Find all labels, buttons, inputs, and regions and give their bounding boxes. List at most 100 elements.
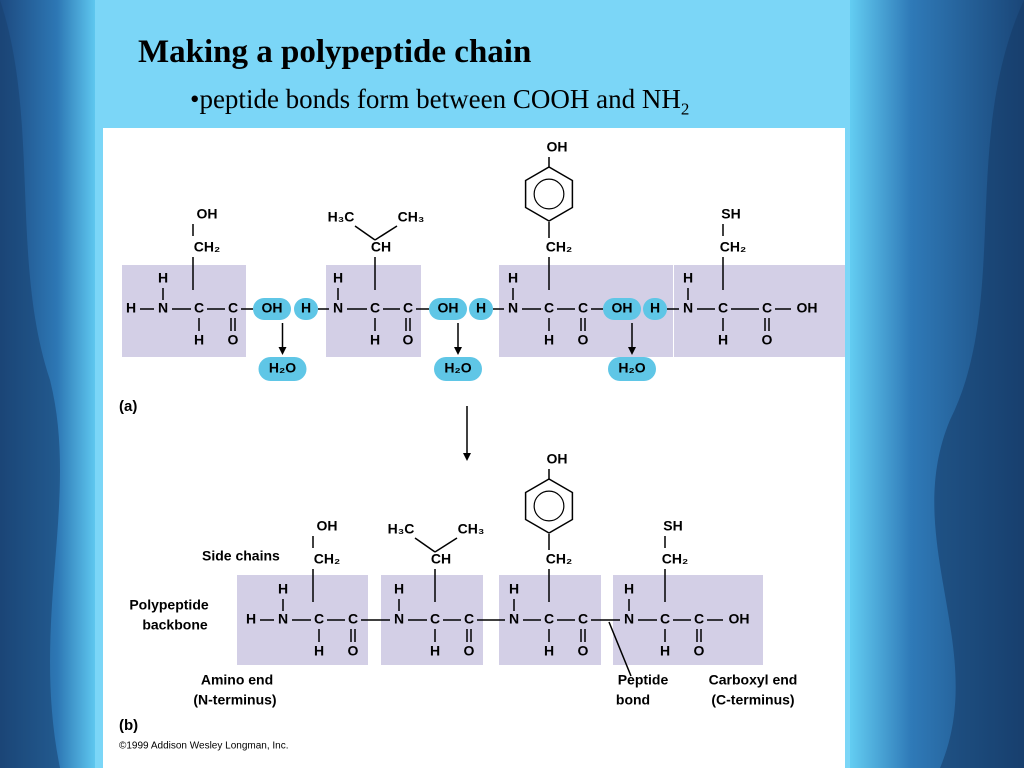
b-residue-1-o: O bbox=[464, 643, 475, 659]
b-residue-1-nh: H bbox=[394, 581, 404, 597]
a-h-highlight-1 bbox=[469, 298, 493, 320]
b-residue-3-ha: H bbox=[660, 643, 670, 659]
a-residue-3-o: O bbox=[762, 332, 773, 348]
label-peptide: Peptide bbox=[618, 672, 669, 688]
a-h-0: H bbox=[301, 300, 311, 316]
a-residue-1-ch3: CH₃ bbox=[398, 209, 425, 225]
label-c-terminus: (C-terminus) bbox=[711, 692, 794, 708]
a-residue-0-ch2: CH₂ bbox=[194, 239, 220, 255]
a-water-highlight-2 bbox=[608, 357, 656, 381]
a-oh-2: OH bbox=[612, 300, 633, 316]
b-residue-2-o: O bbox=[578, 643, 589, 659]
a-water-0: H₂O bbox=[269, 360, 296, 376]
a-residue-2-c: C bbox=[578, 300, 588, 316]
a-c-terminal-oh: OH bbox=[797, 300, 818, 316]
a-h-2: H bbox=[650, 300, 660, 316]
label-bond: bond bbox=[616, 692, 650, 708]
b-residue-0-o: O bbox=[348, 643, 359, 659]
b-residue-3-o: O bbox=[694, 643, 705, 659]
slide-title: Making a polypeptide chain bbox=[138, 34, 532, 70]
a-residue-1-bond-r bbox=[374, 225, 398, 241]
copyright-text: ©1999 Addison Wesley Longman, Inc. bbox=[119, 741, 289, 752]
a-residue-2-nh: H bbox=[508, 270, 518, 286]
b-residue-3-c: C bbox=[694, 611, 704, 627]
b-residue-0-ha: H bbox=[314, 643, 324, 659]
a-residue-3-nh: H bbox=[683, 270, 693, 286]
a-residue-1-c: C bbox=[403, 300, 413, 316]
a-water-arrow-1-head bbox=[454, 347, 462, 355]
a-h-highlight-2 bbox=[643, 298, 667, 320]
b-residue-1-ch: CH bbox=[431, 551, 451, 567]
a-residue-2-n: N bbox=[508, 300, 518, 316]
b-residue-3-nh: H bbox=[624, 581, 634, 597]
a-residue-3-ch2: CH₂ bbox=[720, 239, 746, 255]
label-polypeptide: Polypeptide bbox=[129, 597, 209, 613]
b-residue-1-ha: H bbox=[430, 643, 440, 659]
a-residue-3-sh: SH bbox=[721, 206, 740, 222]
a-residue-3-ca: C bbox=[718, 300, 728, 316]
b-residue-2-ring bbox=[524, 478, 574, 534]
a-water-arrow-2-head bbox=[628, 347, 636, 355]
b-residue-2-ch2: CH₂ bbox=[546, 551, 572, 567]
reaction-arrow-head bbox=[463, 453, 471, 461]
label-carboxyl-end: Carboxyl end bbox=[709, 672, 798, 688]
a-oh-0: OH bbox=[262, 300, 283, 316]
a-residue-2-ca: C bbox=[544, 300, 554, 316]
a-residue-3-c: C bbox=[762, 300, 772, 316]
b-backbone-box-2 bbox=[499, 575, 601, 665]
a-residue-1-o: O bbox=[403, 332, 414, 348]
b-residue-1-ca: C bbox=[430, 611, 440, 627]
b-residue-3-ca: C bbox=[660, 611, 670, 627]
b-residue-2-ha: H bbox=[544, 643, 554, 659]
label-side-chains: Side chains bbox=[202, 548, 280, 564]
b-residue-3-ch2: CH₂ bbox=[662, 551, 688, 567]
a-water-highlight-0 bbox=[258, 357, 307, 381]
b-residue-3-n: N bbox=[624, 611, 634, 627]
b-residue-1-ch3: CH₃ bbox=[458, 521, 485, 537]
b-residue-0-ch2: CH₂ bbox=[314, 551, 340, 567]
label-backbone: backbone bbox=[142, 617, 208, 633]
b-residue-2-nh: H bbox=[509, 581, 519, 597]
bullet-subscript: 2 bbox=[680, 99, 690, 119]
a-oh-highlight-2 bbox=[603, 298, 641, 320]
a-residue-0-nh: H bbox=[158, 270, 168, 286]
b-residue-2-oh: OH bbox=[547, 451, 568, 467]
b-residue-1-c: C bbox=[464, 611, 474, 627]
a-residue-0-c: C bbox=[228, 300, 238, 316]
a-residue-1-ca: C bbox=[370, 300, 380, 316]
a-residue-1-ha: H bbox=[370, 332, 380, 348]
label-amino-end: Amino end bbox=[201, 672, 273, 688]
b-residue-2-c: C bbox=[578, 611, 588, 627]
b-residue-1-bond-l bbox=[414, 537, 436, 553]
a-water-2: H₂O bbox=[618, 360, 645, 376]
b-residue-1-h3c: H₃C bbox=[388, 521, 415, 537]
a-residue-1-ch: CH bbox=[371, 239, 391, 255]
a-residue-2-ring-inner bbox=[533, 178, 565, 210]
b-residue-1-bond-r bbox=[434, 537, 458, 553]
panel-a-label: (a) bbox=[119, 398, 137, 415]
b-residue-3-sh: SH bbox=[663, 518, 682, 534]
a-residue-1-h3c: H₃C bbox=[328, 209, 355, 225]
b-residue-0-oh: OH bbox=[317, 518, 338, 534]
b-residue-0-n: N bbox=[278, 611, 288, 627]
b-backbone-box-1 bbox=[381, 575, 483, 665]
a-residue-0-n: N bbox=[158, 300, 168, 316]
a-h-1: H bbox=[476, 300, 486, 316]
b-residue-2-ring-inner bbox=[533, 490, 565, 522]
a-residue-2-ring bbox=[524, 166, 574, 222]
peptide-bond-pointer bbox=[608, 621, 632, 677]
a-residue-0-oh: OH bbox=[197, 206, 218, 222]
a-backbone-box-3 bbox=[674, 265, 845, 357]
panel-b-label: (b) bbox=[119, 717, 138, 734]
b-residue-0-c: C bbox=[348, 611, 358, 627]
a-residue-1-bond-l bbox=[354, 225, 376, 241]
a-residue-2-oh: OH bbox=[547, 139, 568, 155]
slide-bullet: •peptide bonds form between COOH and NH2 bbox=[190, 84, 689, 119]
a-water-highlight-1 bbox=[434, 357, 482, 381]
a-residue-0-ca: C bbox=[194, 300, 204, 316]
b-residue-2-n: N bbox=[509, 611, 519, 627]
a-backbone-box-1 bbox=[326, 265, 421, 357]
b-residue-0-ca: C bbox=[314, 611, 324, 627]
a-h-highlight-0 bbox=[294, 298, 318, 320]
